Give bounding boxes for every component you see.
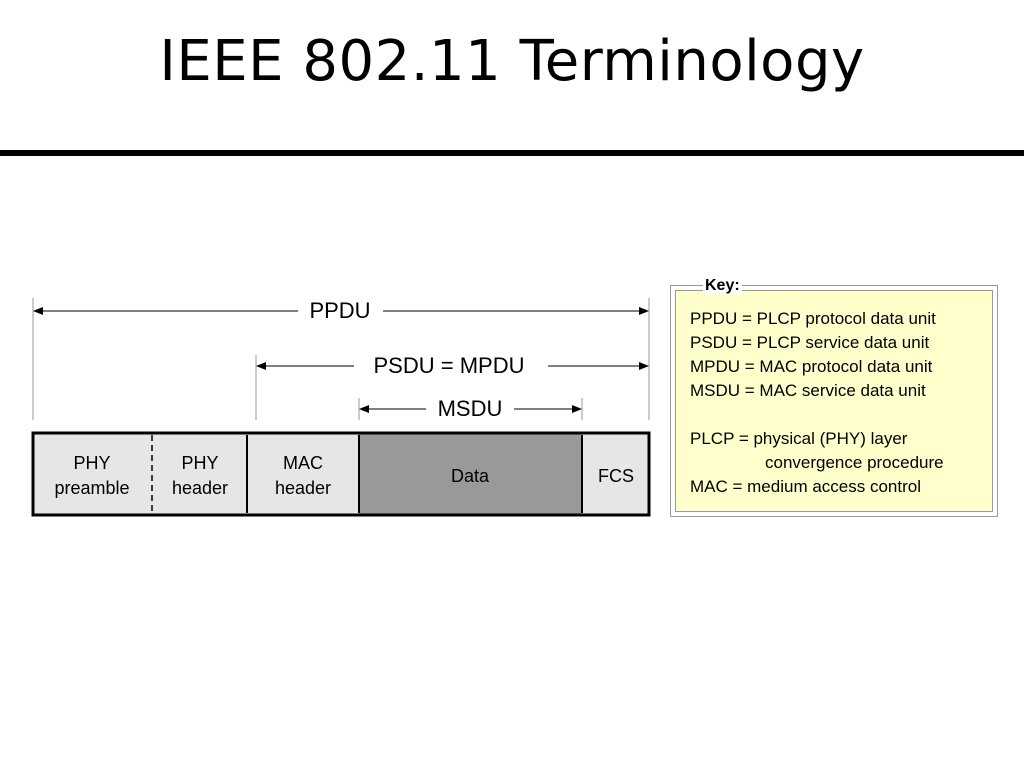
key-panel: PPDU = PLCP protocol data unit PSDU = PL… xyxy=(675,290,993,512)
frame-outline xyxy=(31,431,651,517)
segment-mac-header-line2: header xyxy=(275,478,331,498)
key-item-plcp: PLCP = physical (PHY) layer xyxy=(690,429,908,448)
key-item-plcp-continued: convergence procedure xyxy=(765,453,944,472)
segment-phy-header xyxy=(152,433,247,515)
key-item-psdu: PSDU = PLCP service data unit xyxy=(690,333,930,352)
segment-data xyxy=(359,433,582,515)
segment-mac-header-line1: MAC xyxy=(283,453,323,473)
key-item-ppdu: PPDU = PLCP protocol data unit xyxy=(690,309,936,328)
key-box: PPDU = PLCP protocol data unit PSDU = PL… xyxy=(670,277,998,517)
msdu-label: MSDU xyxy=(438,396,503,421)
key-item-mpdu: MPDU = MAC protocol data unit xyxy=(690,357,933,376)
key-item-mac: MAC = medium access control xyxy=(690,477,921,496)
psdu-mpdu-label: PSDU = MPDU xyxy=(374,353,525,378)
key-item-msdu: MSDU = MAC service data unit xyxy=(690,381,926,400)
segment-phy-preamble-line1: PHY xyxy=(73,453,110,473)
key-list: PPDU = PLCP protocol data unit PSDU = PL… xyxy=(690,307,944,499)
slide-title: IEEE 802.11 Terminology xyxy=(159,29,865,94)
segment-mac-header xyxy=(247,433,359,515)
segment-phy-preamble xyxy=(33,433,152,515)
segment-phy-header-line2: header xyxy=(172,478,228,498)
segment-phy-preamble-line2: preamble xyxy=(54,478,129,498)
title-rule xyxy=(0,150,1024,156)
key-title: Key: xyxy=(703,277,742,295)
ppdu-label: PPDU xyxy=(309,298,370,323)
segment-phy-header-line1: PHY xyxy=(181,453,218,473)
segment-fcs-label: FCS xyxy=(598,466,634,486)
segment-data-label: Data xyxy=(451,466,490,486)
segment-fcs xyxy=(582,433,649,515)
